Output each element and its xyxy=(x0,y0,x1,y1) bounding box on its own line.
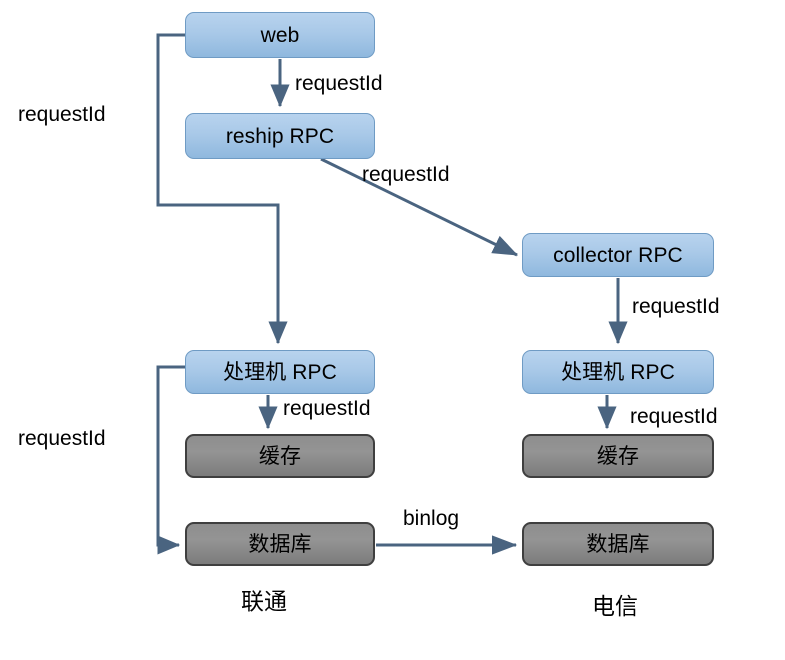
node-cache-telecom[interactable]: 缓存 xyxy=(522,434,714,478)
node-collector-rpc[interactable]: collector RPC xyxy=(522,233,714,277)
node-database-telecom[interactable]: 数据库 xyxy=(522,522,714,566)
carrier-label-telecom: 电信 xyxy=(592,594,638,619)
edge-label-web-to-processor-unicom: requestId xyxy=(18,103,106,126)
node-cache-unicom[interactable]: 缓存 xyxy=(185,434,375,478)
node-database-telecom-label: 数据库 xyxy=(586,532,650,556)
node-web-label: web xyxy=(260,23,300,47)
node-reship-rpc[interactable]: reship RPC xyxy=(185,113,375,159)
node-processor-rpc-telecom[interactable]: 处理机 RPC xyxy=(522,350,714,394)
carrier-label-unicom: 联通 xyxy=(241,589,287,614)
edge-label-processor-to-database-unicom: requestId xyxy=(18,427,106,450)
node-processor-rpc-telecom-label: 处理机 RPC xyxy=(561,360,675,384)
edge-label-web-to-reship: requestId xyxy=(295,72,383,95)
edge-label-processor-to-cache-unicom: requestId xyxy=(283,397,371,420)
node-database-unicom-label: 数据库 xyxy=(248,532,312,556)
node-web[interactable]: web xyxy=(185,12,375,58)
node-cache-telecom-label: 缓存 xyxy=(596,444,640,468)
node-processor-rpc-unicom[interactable]: 处理机 RPC xyxy=(185,350,375,394)
node-cache-unicom-label: 缓存 xyxy=(258,444,302,468)
edge-proc-left-to-db-left xyxy=(156,365,185,555)
edge-label-reship-to-collector: requestId xyxy=(362,163,450,186)
edge-label-processor-to-cache-telecom: requestId xyxy=(630,405,718,428)
edge-label-collector-to-processor: requestId xyxy=(632,295,720,318)
node-collector-rpc-label: collector RPC xyxy=(553,243,683,267)
edge-web-to-proc-left xyxy=(156,33,288,345)
node-database-unicom[interactable]: 数据库 xyxy=(185,522,375,566)
node-reship-rpc-label: reship RPC xyxy=(225,124,335,148)
node-processor-rpc-unicom-label: 处理机 RPC xyxy=(223,360,337,384)
edge-label-binlog: binlog xyxy=(403,507,460,530)
